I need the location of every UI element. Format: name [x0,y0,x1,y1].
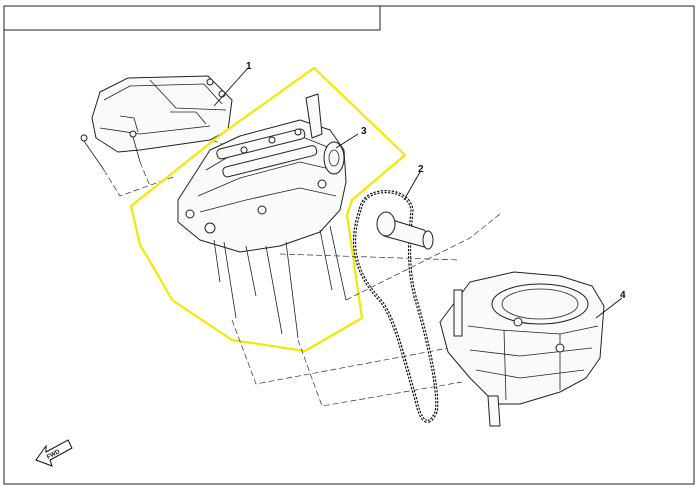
callout-2: 2 [403,164,424,201]
callout-label-2: 2 [418,164,424,175]
callout-3: 3 [335,126,367,149]
part-cylinder-head-assembly[interactable] [177,93,347,339]
part-timing-chain[interactable] [352,190,439,423]
callout-1: 1 [213,61,252,107]
highlight-outline [129,66,407,353]
fwd-arrow-icon: FWD [35,439,73,467]
callout-label-4: 4 [620,290,626,301]
title-block [3,5,381,31]
callout-label-3: 3 [361,126,367,137]
callout-label-1: 1 [246,61,252,72]
part-cylinder-head-cover[interactable] [80,75,233,171]
page-frame [3,5,695,485]
callout-4: 4 [595,290,626,319]
part-cylinder-block[interactable] [439,271,605,427]
